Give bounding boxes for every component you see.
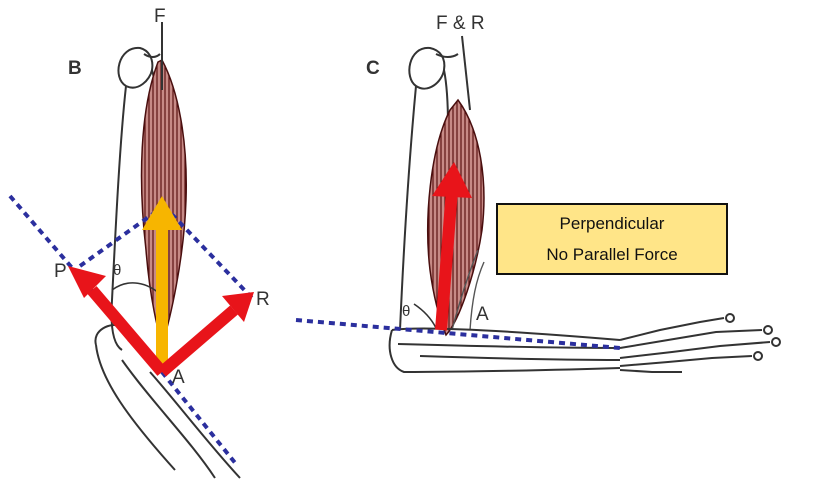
- panel-c-label: C: [366, 58, 380, 79]
- dashed-line-c: [295, 318, 621, 350]
- rotary-force-label: R: [256, 289, 270, 310]
- panel-c-insertion-label: A: [476, 304, 489, 325]
- callout-line-perpendicular: Perpendicular: [559, 214, 665, 233]
- panel-b-insertion-label: A: [172, 367, 185, 388]
- panel-c-force-label: F & R: [436, 13, 485, 34]
- angle-arc-c: [413, 303, 437, 329]
- panel-c-drawing: [295, 35, 781, 374]
- force-arrow-c: [432, 162, 472, 331]
- dashed-lines-b: [8, 194, 254, 466]
- callout-line-no-parallel: No Parallel Force: [546, 245, 678, 264]
- force-line-c: [461, 35, 471, 111]
- tendon-c: [451, 249, 485, 331]
- panel-b-angle-label: θ: [113, 262, 122, 279]
- perpendicular-arrow-b: [68, 266, 167, 376]
- perpendicular-force-label: P: [54, 261, 67, 282]
- resultant-arrow-b: [142, 196, 182, 372]
- panel-c-angle-label: θ: [402, 303, 411, 320]
- rotary-arrow-b: [158, 292, 254, 377]
- panel-b-drawing: [8, 22, 254, 479]
- panel-b-label: B: [68, 58, 82, 79]
- panel-b-force-label: F: [154, 6, 166, 27]
- callout-box: Perpendicular No Parallel Force: [496, 203, 728, 275]
